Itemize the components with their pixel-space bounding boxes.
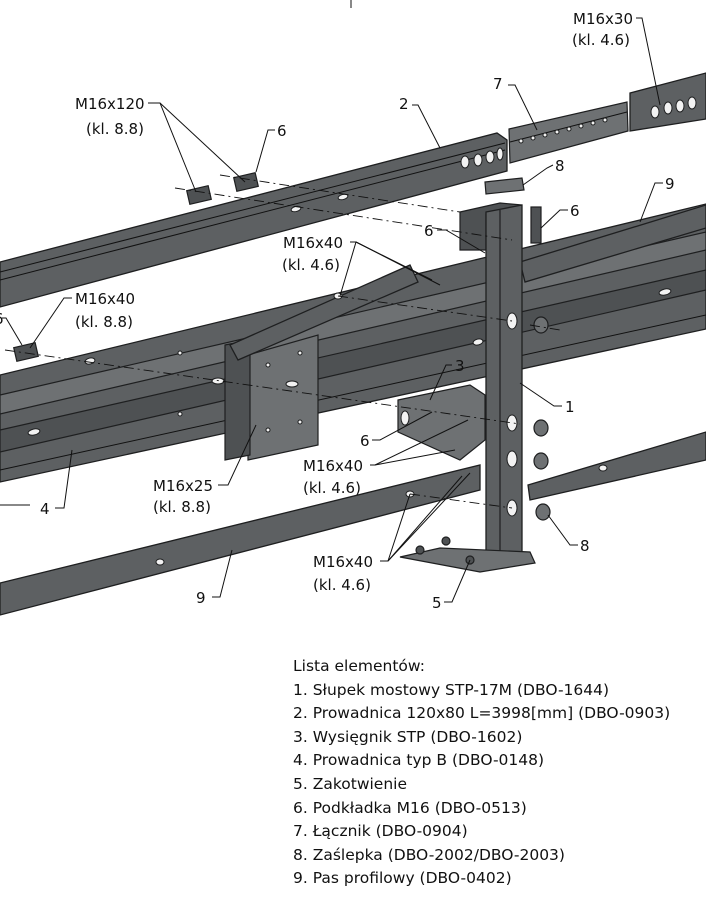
guide-rail-2-next <box>629 72 706 132</box>
callout-part6-post: 6 <box>424 222 434 240</box>
profile-strip-9-lower <box>0 431 706 616</box>
callout-m16x40-46-mid: M16x40 <box>303 457 363 475</box>
callout-part9-bottom: 9 <box>196 589 206 607</box>
callout-m16x30-48: (kl. 4.6) <box>572 31 630 49</box>
callout-part6-arm: 6 <box>360 432 370 450</box>
parts-list-item: 1. Słupek mostowy STP-17M (DBO-1644) <box>293 680 610 699</box>
callout-part2: 2 <box>399 95 409 113</box>
callout-m16x25: M16x25 <box>153 477 213 495</box>
callout-part9-top: 9 <box>665 175 675 193</box>
callout-m16x40-88: M16x40 <box>75 290 135 308</box>
callout-part5: 5 <box>432 594 442 612</box>
callout-m16x40-46-upper: (kl. 4.6) <box>282 256 340 274</box>
parts-list-item: 7. Łącznik (DBO-0904) <box>293 822 468 841</box>
parts-list-item: 4. Prowadnica typ B (DBO-0148) <box>293 751 545 770</box>
parts-list-item: 3. Wysięgnik STP (DBO-1602) <box>293 727 523 746</box>
parts-list-item: 2. Prowadnica 120x80 L=3998[mm] (DBO-090… <box>293 704 671 723</box>
parts-list-item: 9. Pas profilowy (DBO-0402) <box>293 869 512 888</box>
parts-list: Lista elementów: 1. Słupek mostowy STP-1… <box>293 655 670 891</box>
parts-list-item: 5. Zakotwienie <box>293 774 408 793</box>
callout-m16x120: (kl. 8.8) <box>86 120 144 138</box>
callout-part6-top: 6 <box>277 122 287 140</box>
parts-list-item: 6. Podkładka M16 (DBO-0513) <box>293 798 527 817</box>
callout-m16x40-46-mid: (kl. 4.6) <box>303 479 361 497</box>
assembly-axis-lines <box>4 174 561 509</box>
end-plugs-8 <box>533 316 551 521</box>
beam-segment <box>229 264 419 361</box>
washers-6 <box>12 171 542 363</box>
callout-m16x40-46-upper: M16x40 <box>283 234 343 252</box>
callout-part8-top: 8 <box>555 157 565 175</box>
callout-part7: 7 <box>493 75 503 93</box>
callout-m16x40-46-low: M16x40 <box>313 553 373 571</box>
guide-rail-2 <box>0 132 508 308</box>
profile-strip-9-upper <box>519 204 706 283</box>
callout-part6-left-edge: 6 <box>0 310 4 328</box>
callout-part8-bottom: 8 <box>580 537 590 555</box>
rail-splice <box>177 334 319 461</box>
callout-m16x25: (kl. 8.8) <box>153 498 211 516</box>
connector-7 <box>508 101 629 164</box>
callout-part4: 4 <box>40 500 50 518</box>
callout-m16x30-48: M16x30 <box>573 10 633 28</box>
callout-m16x40-46-low: (kl. 4.6) <box>313 576 371 594</box>
callout-part1: 1 <box>565 398 575 416</box>
callout-m16x40-88: (kl. 8.8) <box>75 313 133 331</box>
bridge-post-1 <box>399 202 536 573</box>
callout-m16x120: M16x120 <box>75 95 145 113</box>
arm-bracket-3 <box>397 384 486 461</box>
callout-part6-right: 6 <box>570 202 580 220</box>
parts-list-item: 8. Zaślepka (DBO-2002/DBO-2003) <box>293 845 565 864</box>
leader-lines <box>0 17 663 603</box>
parts-list-title: Lista elementów: <box>293 657 425 675</box>
callout-part3: 3 <box>455 357 465 375</box>
end-cap-8 <box>484 177 525 195</box>
